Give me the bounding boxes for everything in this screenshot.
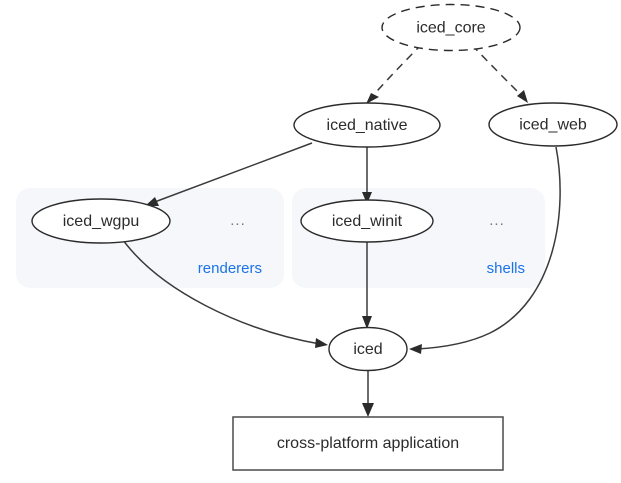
node-iced-core[interactable]: iced_core [381,3,521,52]
edge-iced-core-to-iced-web [471,44,528,103]
node-iced-core-shape[interactable] [381,3,521,52]
cluster-renderers-ellipsis: ... [230,212,246,229]
cluster-shells-label: shells [487,260,525,277]
edge-iced-to-application-arrowhead [362,403,374,417]
edge-iced-web-to-iced-arrowhead [409,344,422,354]
edge-iced-to-application [362,371,374,417]
node-iced-wgpu-shape[interactable] [31,198,171,244]
edge-iced-core-to-iced-web-arrowhead [517,90,528,103]
node-iced-shape[interactable] [328,326,408,372]
cluster-renderers-label: renderers [198,260,262,277]
edge-iced-core-to-iced-native-line [369,43,423,100]
edge-iced-native-to-iced-wgpu [145,142,313,206]
edge-iced-web-to-iced-line [416,146,561,350]
edge-iced-wgpu-to-iced [122,239,328,348]
node-iced-native-shape[interactable] [293,102,441,148]
edge-iced-wgpu-to-iced-arrowhead [315,338,328,348]
node-iced-wgpu[interactable]: iced_wgpu [31,198,171,244]
node-iced[interactable]: iced [328,326,408,372]
node-iced-wgpu-label: iced_wgpu [63,213,140,230]
edge-iced-native-to-iced-wgpu-line [151,142,313,204]
node-iced-web-label: iced_web [519,117,587,134]
node-iced-native[interactable]: iced_native [293,102,441,148]
edge-iced-native-to-iced-winit [362,147,372,204]
node-iced-core-label: iced_core [416,20,485,37]
edge-iced-web-to-iced [409,146,561,354]
node-iced-winit-shape[interactable] [300,199,434,243]
edge-iced-wgpu-to-iced-line [122,239,321,345]
edge-iced-winit-to-iced-arrowhead [362,316,372,329]
node-iced-label: iced [353,341,382,358]
node-iced-web[interactable]: iced_web [488,102,618,147]
node-iced-winit-label: iced_winit [332,213,403,230]
edge-iced-native-to-iced-winit-arrowhead [362,192,372,204]
edge-iced-core-to-iced-native-arrowhead [366,93,379,104]
node-cross-platform-application[interactable]: cross-platform application [232,416,504,471]
node-iced-winit[interactable]: iced_winit [300,199,434,243]
node-cross-platform-application-label: cross-platform application [277,435,459,452]
node-cross-platform-application-shape[interactable] [232,416,504,471]
cluster-shells-ellipsis: ... [489,212,505,229]
edge-iced-core-to-iced-web-line [471,44,525,99]
edge-iced-core-to-iced-native [366,43,423,104]
edge-iced-winit-to-iced [362,240,372,329]
node-iced-native-label: iced_native [327,117,408,134]
edge-iced-native-to-iced-wgpu-arrowhead [145,197,159,206]
node-iced-web-shape[interactable] [488,102,618,147]
